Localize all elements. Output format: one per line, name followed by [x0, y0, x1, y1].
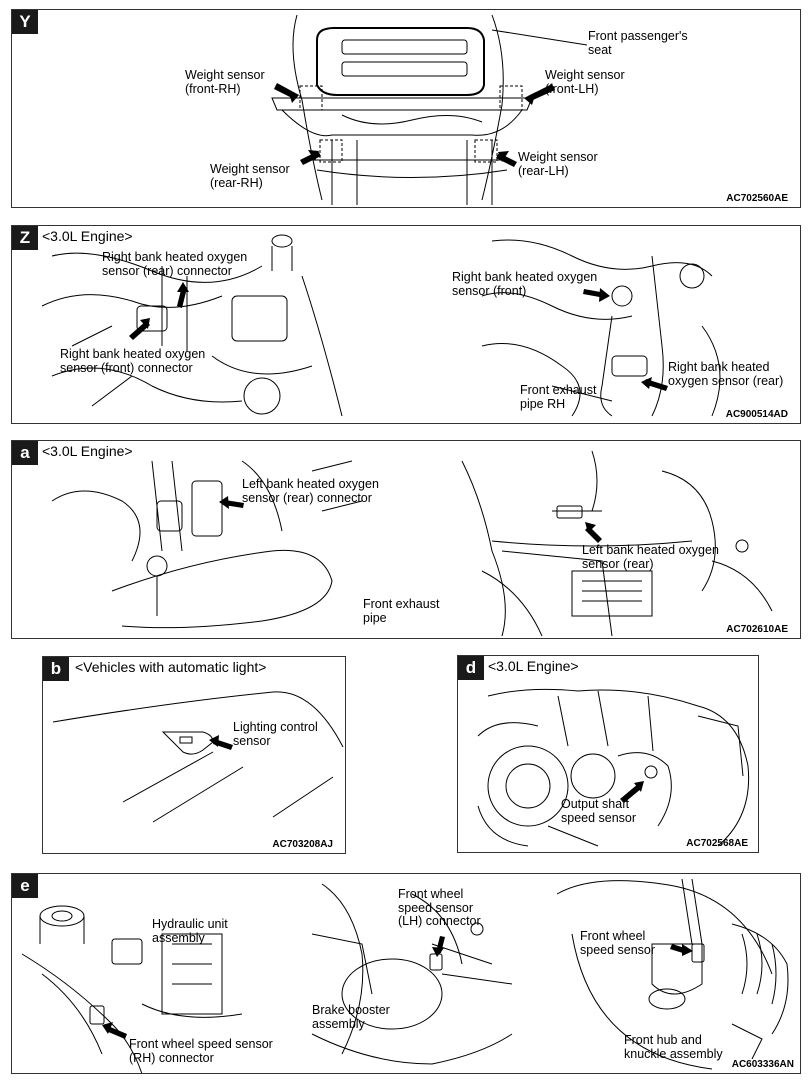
label-rb-front: Right bank heated oxygen sensor (front) — [452, 270, 598, 298]
panel-title: <3.0L Engine> — [488, 658, 579, 674]
label-front-wheel-speed-sensor-rh-connector: Front wheel speed sensor (RH) connector — [129, 1037, 273, 1065]
panel-d: d <3.0L Engine> Output shaft speed senso… — [457, 655, 759, 853]
panel-e: e Hydraulic unit assembly Front wheel sp… — [11, 873, 801, 1074]
label-rb-front-connector: Right bank heated oxygen sensor (front) … — [60, 347, 206, 375]
figure-code: AC702610AE — [726, 624, 788, 635]
label-rb-rear: Right bank heated oxygen sensor (rear) — [668, 360, 784, 388]
label-lb-rear: Left bank heated oxygen sensor (rear) — [582, 543, 719, 571]
transmission-illustration — [458, 656, 759, 853]
panel-y: Y Front passenger's seat Weight sensor (… — [11, 9, 801, 208]
panel-z: Z <3.0L Engine> Right bank heated oxygen… — [11, 225, 801, 424]
label-output-shaft-speed-sensor: Output shaft speed sensor — [561, 797, 637, 825]
figure-code: AC603336AN — [731, 1059, 794, 1070]
panel-title: <3.0L Engine> — [42, 443, 133, 459]
panel-badge: e — [12, 874, 38, 898]
label-hydraulic-unit-assembly: Hydraulic unit assembly — [152, 917, 228, 945]
figure-code: AC702568AE — [686, 838, 748, 849]
panel-badge: b — [43, 657, 69, 681]
label-front-wheel-speed-sensor-lh-connector: Front wheel speed sensor (LH) connector — [398, 887, 481, 928]
label-front-hub-and-knuckle-assembly: Front hub and knuckle assembly — [624, 1033, 723, 1061]
label-weight-sensor-rear-rh: Weight sensor (rear-RH) — [210, 162, 290, 190]
label-brake-booster-assembly: Brake booster assembly — [312, 1003, 390, 1031]
seat-illustration — [12, 10, 801, 208]
panel-badge: Z — [12, 226, 38, 250]
panel-badge: d — [458, 656, 484, 680]
label-rb-rear-connector: Right bank heated oxygen sensor (rear) c… — [102, 250, 248, 278]
right-bank-engine-illustration — [12, 226, 801, 424]
label-front-exhaust-pipe-rh: Front exhaust pipe RH — [520, 383, 597, 411]
figure-code: AC900514AD — [725, 409, 788, 420]
label-front-wheel-speed-sensor: Front wheel speed sensor — [580, 929, 656, 957]
left-bank-engine-illustration — [12, 441, 801, 639]
lighting-sensor-illustration — [43, 657, 346, 854]
label-weight-sensor-front-rh: Weight sensor (front-RH) — [185, 68, 265, 96]
panel-title: <Vehicles with automatic light> — [75, 659, 267, 675]
panel-badge: a — [12, 441, 38, 465]
label-lb-rear-connector: Left bank heated oxygen sensor (rear) co… — [242, 477, 379, 505]
wheel-speed-illustration — [12, 874, 801, 1074]
label-front-exhaust-pipe: Front exhaust pipe — [363, 597, 440, 625]
label-lighting-control-sensor: Lighting control sensor — [233, 720, 318, 748]
figure-code: AC703208AJ — [272, 839, 333, 850]
figure-code: AC702560AE — [726, 193, 788, 204]
label-weight-sensor-front-lh: Weight sensor (front-LH) — [545, 68, 625, 96]
panel-title: <3.0L Engine> — [42, 228, 133, 244]
label-front-passenger-seat: Front passenger's seat — [588, 29, 688, 57]
panel-b: b <Vehicles with automatic light> Lighti… — [42, 656, 346, 854]
panel-a: a <3.0L Engine> Left bank heated oxygen … — [11, 440, 801, 639]
panel-badge: Y — [12, 10, 38, 34]
label-weight-sensor-rear-lh: Weight sensor (rear-LH) — [518, 150, 598, 178]
